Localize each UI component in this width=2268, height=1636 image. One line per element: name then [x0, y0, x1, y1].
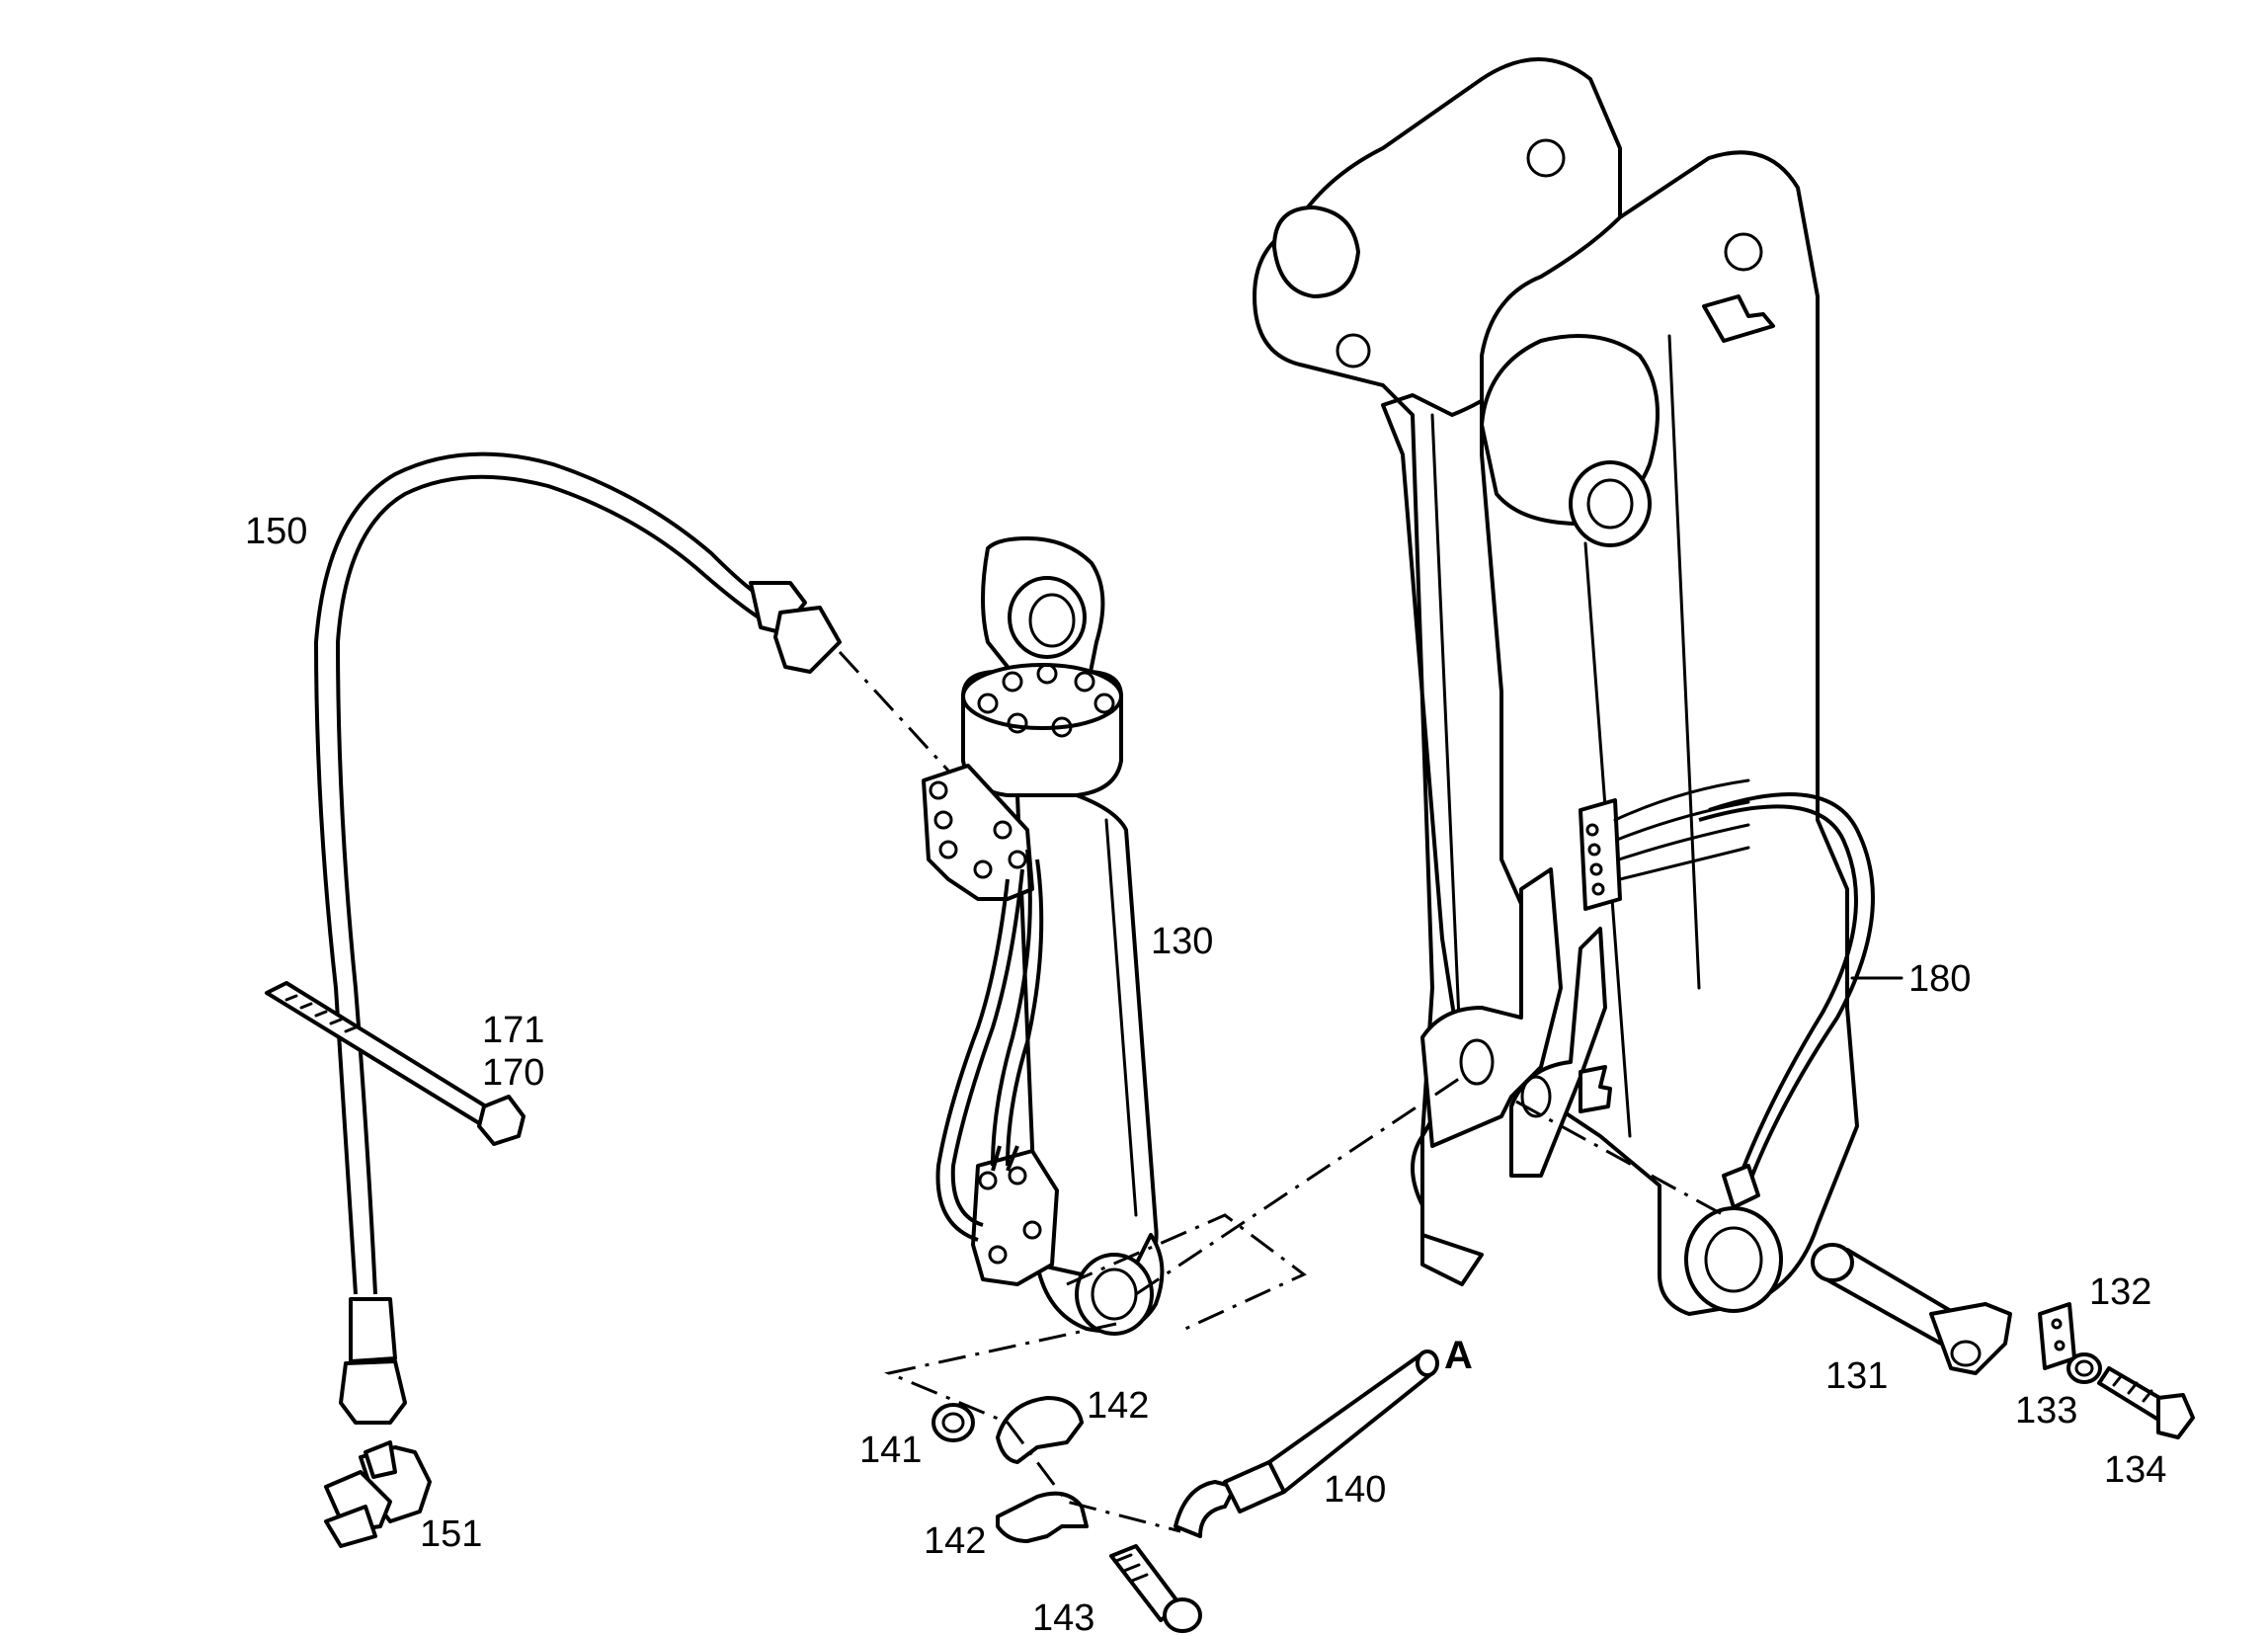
- lock-plate-132: [2038, 1302, 2076, 1370]
- pivot-pin-131: [1811, 1243, 2012, 1375]
- rod-eye-bore: [1008, 576, 1087, 659]
- bottom-pivot-boss: [1684, 1206, 1783, 1313]
- lower-right-pivot-hole: [1520, 1075, 1552, 1118]
- cable-tie-170-171: [265, 981, 526, 1146]
- callout-180: 180: [1908, 958, 1971, 1000]
- hydraulic-cylinder-130: [922, 536, 1165, 1336]
- callout-150: 150: [245, 511, 307, 552]
- callout-171: 171: [482, 1010, 544, 1051]
- front-plate-pin-hole: [1724, 232, 1763, 272]
- top-valve-block: [922, 764, 1034, 901]
- bottom-eye-bore: [1075, 1253, 1154, 1336]
- rear-plate-pin-hole: [1526, 138, 1566, 178]
- callout-170: 170: [482, 1052, 544, 1094]
- hose-150-lower-fitting: [349, 1297, 397, 1363]
- clamp-142-lower: [996, 1491, 1089, 1543]
- hose-180: [1698, 792, 1875, 1209]
- elbow-fitting-151: [324, 1440, 432, 1548]
- callout-133: 133: [2015, 1390, 2077, 1432]
- callout-142-upper: 142: [1087, 1385, 1149, 1427]
- callout-130: 130: [1151, 921, 1213, 962]
- front-plate-boss-bore: [1569, 460, 1652, 547]
- callout-134: 134: [2104, 1449, 2166, 1491]
- hose-150: [313, 451, 842, 1425]
- callout-142-lower: 142: [924, 1520, 986, 1562]
- lower-left-pivot-hole: [1459, 1038, 1495, 1086]
- callout-141: 141: [859, 1430, 922, 1471]
- callout-143: 143: [1032, 1597, 1094, 1636]
- assembly-leader-lines: [838, 650, 1725, 1533]
- bottom-valve-block: [971, 1149, 1059, 1286]
- boom-frame: [1253, 57, 1859, 1316]
- callout-151: 151: [420, 1513, 482, 1555]
- washer-133: [2066, 1352, 2102, 1384]
- pipe-140: [1174, 1350, 1439, 1538]
- clamp-142-upper: [996, 1396, 1084, 1464]
- callout-A: A: [1444, 1334, 1473, 1377]
- callout-132: 132: [2089, 1271, 2151, 1313]
- seal-ring-141: [932, 1403, 975, 1442]
- callout-131: 131: [1825, 1355, 1888, 1397]
- rear-plate-lower-hole: [1336, 333, 1371, 368]
- bolt-143: [1109, 1544, 1202, 1633]
- frame-valve-block: [1579, 798, 1622, 911]
- bolt-134: [2097, 1366, 2195, 1439]
- callout-140: 140: [1324, 1469, 1386, 1511]
